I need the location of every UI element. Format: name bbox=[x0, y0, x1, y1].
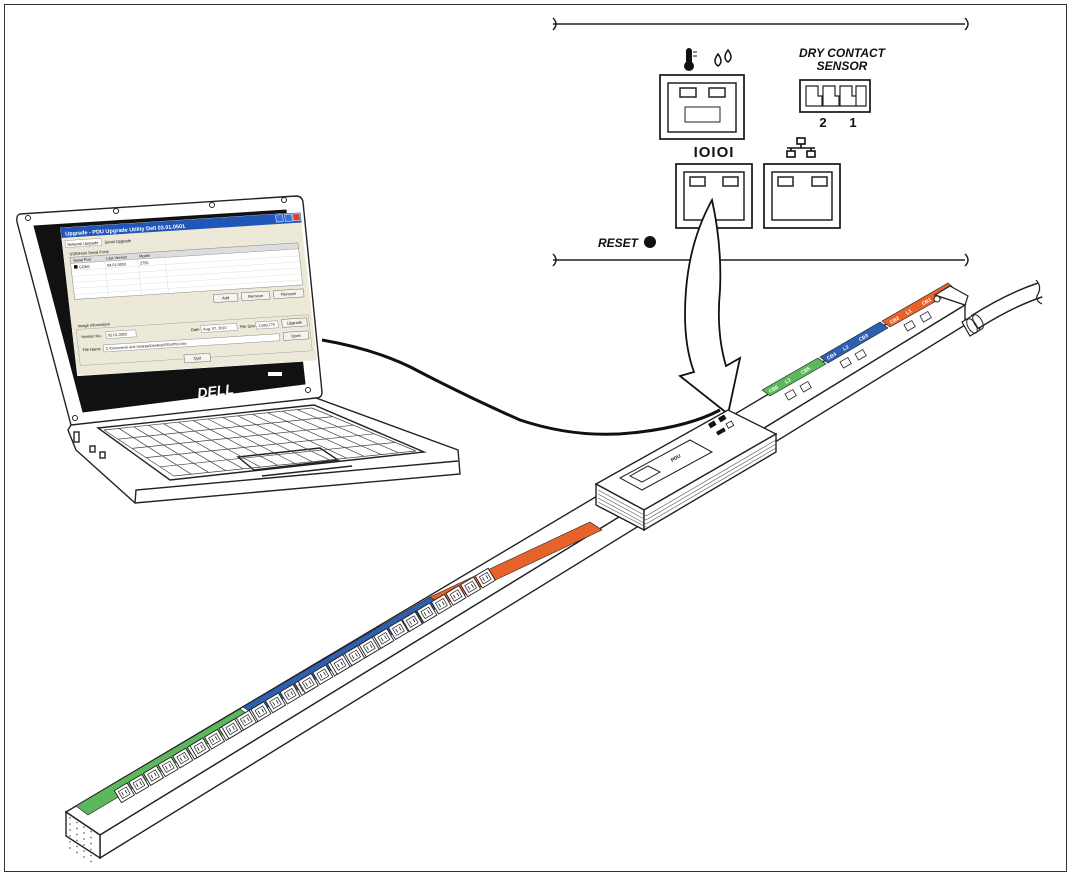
close-button[interactable] bbox=[293, 214, 301, 221]
contact-2-label: 2 bbox=[819, 115, 826, 130]
row-port: COM1 bbox=[79, 265, 90, 270]
filesize-label: File Size bbox=[240, 323, 257, 329]
dry-contact-connector bbox=[800, 80, 870, 112]
side-port-3 bbox=[100, 452, 105, 458]
dry-contact-label-line2: SENSOR bbox=[817, 59, 868, 73]
open-button-label: Open bbox=[291, 333, 301, 339]
add-button-label: Add bbox=[222, 295, 230, 300]
remove-all-button-label: Remove bbox=[281, 291, 297, 297]
side-port-1 bbox=[74, 432, 79, 442]
minimize-button[interactable] bbox=[276, 215, 284, 222]
row-checkbox[interactable] bbox=[74, 265, 78, 269]
upgrade-utility-window: Upgrade - PDU Upgrade Utility Dell 03.01… bbox=[60, 212, 317, 375]
remove-button-label: Remove bbox=[248, 293, 264, 299]
upgrade-button-label: Upgrade bbox=[287, 320, 304, 326]
humidity-drops-icon bbox=[715, 50, 731, 66]
column-model: Model bbox=[139, 254, 150, 259]
network-port bbox=[764, 164, 840, 228]
ground-screw bbox=[934, 296, 940, 302]
date-label: Date bbox=[191, 327, 201, 333]
side-port-2 bbox=[90, 446, 95, 452]
serial-port-label: IOIOI bbox=[694, 144, 735, 161]
temp-humidity-port bbox=[660, 75, 744, 139]
panel-bottom-break-line bbox=[553, 254, 968, 266]
connection-arrow bbox=[680, 200, 740, 414]
contact-1-label: 1 bbox=[849, 115, 856, 130]
panel-top-break-line bbox=[553, 18, 968, 30]
reset-button[interactable] bbox=[644, 236, 656, 248]
thermometer-icon bbox=[684, 48, 697, 71]
panel-detail bbox=[553, 18, 968, 266]
laptop-power-led bbox=[268, 372, 282, 376]
outlet-groups bbox=[114, 568, 495, 802]
serial-cable bbox=[322, 340, 720, 434]
reset-label: RESET bbox=[598, 236, 640, 250]
row-model: 2750 bbox=[140, 261, 149, 266]
dry-contact-label-line1: DRY CONTACT bbox=[799, 46, 887, 60]
network-icon bbox=[787, 138, 815, 157]
power-cord bbox=[962, 280, 1042, 336]
maximize-button[interactable] bbox=[285, 214, 293, 221]
controller-module: PDU bbox=[596, 410, 776, 530]
